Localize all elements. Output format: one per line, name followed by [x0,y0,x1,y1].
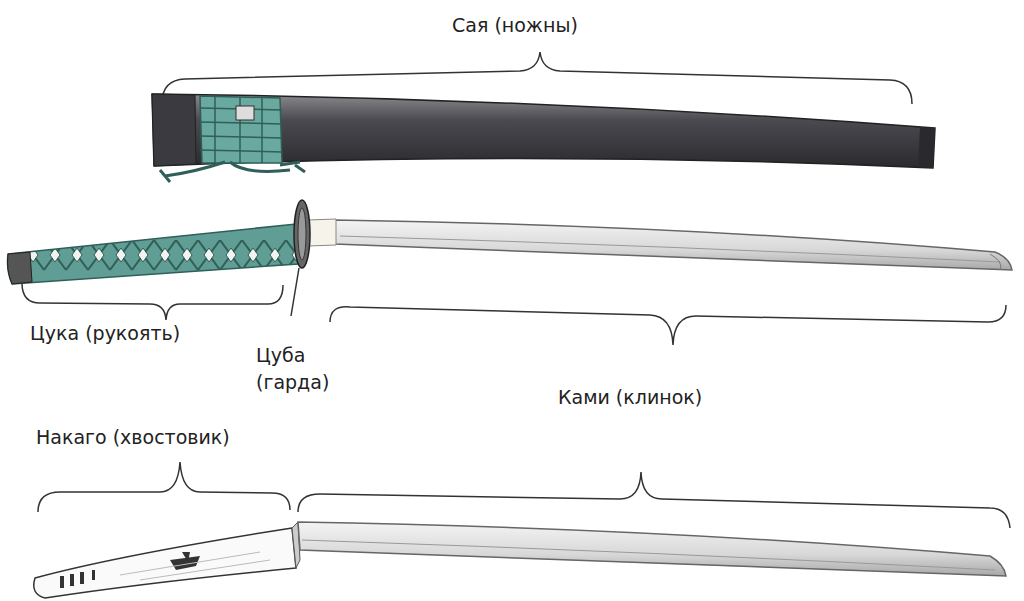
part-label: Сая (ножны) [452,12,578,39]
part-label: Цука (рукоять) [30,320,180,347]
part-label: Ками (клинок) [558,384,702,411]
part-label: Накаго (хвостовик) [36,424,230,451]
blade-with-tang [34,522,1006,598]
brackets [22,52,1010,528]
katana-assembled [8,200,1013,284]
part-label: Цуба (гарда) [256,342,346,396]
scabbard [152,94,935,182]
